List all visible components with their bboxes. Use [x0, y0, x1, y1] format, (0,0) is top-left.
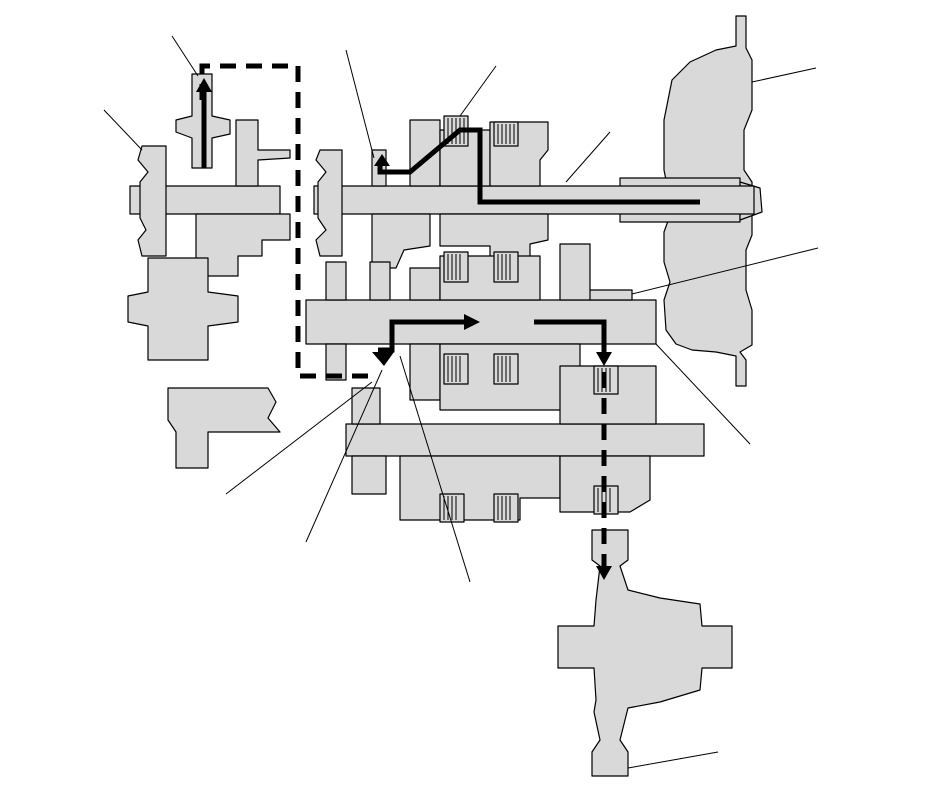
power-flow-countershaft-right: [534, 319, 607, 352]
idler-gear-left: [137, 145, 167, 257]
leader-line-3: [345, 49, 375, 159]
output-right-drum: [559, 365, 657, 513]
idler-lower-gear: [195, 213, 291, 277]
idler-upper-gear: [235, 119, 291, 187]
final-drive-gear: [557, 529, 733, 777]
countershaft-left-gear: [325, 261, 347, 381]
leader-line-1: [171, 35, 199, 77]
leader-line-4: [459, 65, 497, 117]
countershaft-gear-a: [369, 261, 391, 301]
countershaft-clutch-pack: [443, 251, 519, 385]
power-flow-countershaft: [378, 319, 466, 353]
power-flow-arrow-countershaft-right: [596, 352, 612, 366]
leader-line-5: [565, 131, 611, 183]
secondary-shaft-gear: [127, 257, 239, 361]
power-flow-dashed-idler-loop: [199, 63, 370, 379]
leader-line-6: [751, 67, 817, 83]
leader-line-8: [655, 343, 751, 445]
power-flow-arrow-countershaft: [464, 314, 480, 330]
power-flow-arrow-countershaft-down: [372, 352, 394, 366]
output-left-gear: [351, 387, 387, 495]
power-flow-arrow-idler: [196, 78, 212, 92]
power-flow-mainshaft: [377, 127, 700, 205]
secondary-lower-gear: [167, 387, 281, 469]
leader-line-7: [631, 247, 819, 295]
countershaft-right-gear: [559, 243, 633, 301]
leader-line-12: [627, 751, 719, 769]
leader-line-9: [225, 381, 373, 495]
leader-line-10: [305, 369, 383, 543]
leader-line-11: [399, 355, 471, 583]
power-flow-arrow-final-drive: [596, 566, 612, 580]
mainshaft-gear-2: [371, 213, 431, 269]
power-flow-arrow-mainshaft: [374, 154, 390, 166]
output-shaft: [345, 423, 705, 457]
mainshaft-left-end: [315, 149, 343, 257]
leader-line-2: [103, 109, 143, 151]
output-hub-lower: [399, 455, 561, 521]
